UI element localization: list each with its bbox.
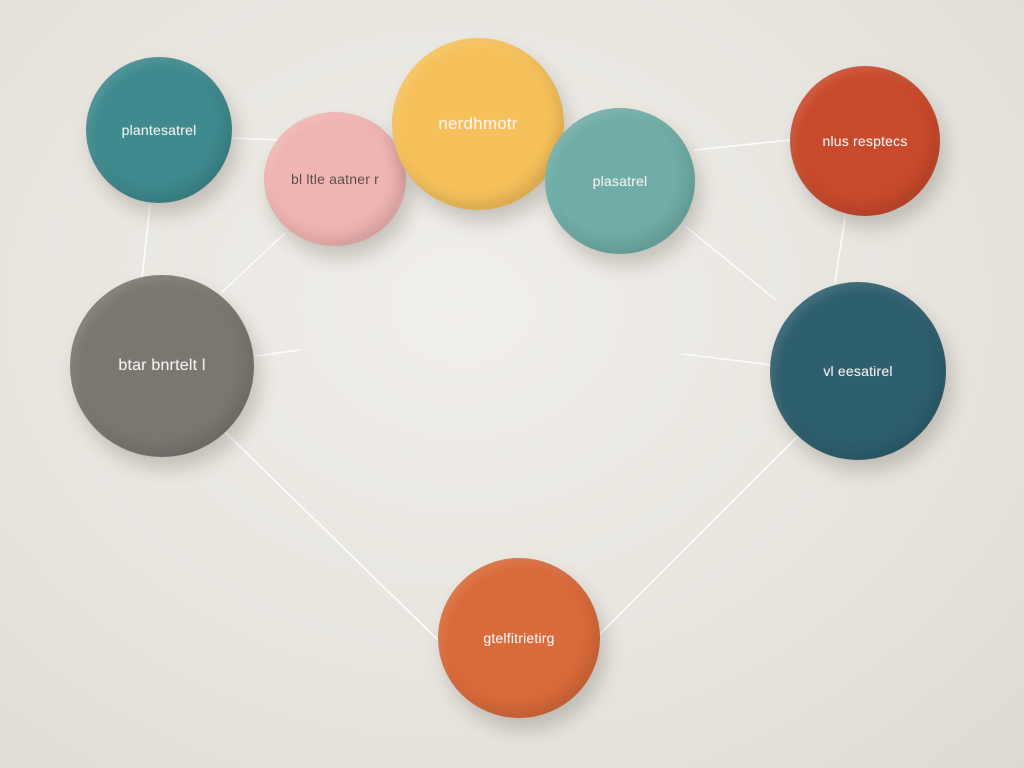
connector-teal-gray	[141, 204, 151, 279]
node-label: nlus resptecs	[822, 133, 908, 149]
node-label: plantesatrel	[121, 122, 197, 138]
node-label: bl ltle aatner r	[290, 171, 380, 187]
node-red: nlus resptecs	[790, 66, 940, 216]
connector-teal-pink	[227, 137, 283, 141]
connector-mint-navy	[684, 225, 777, 301]
node-yellow: nerdhmotr	[392, 38, 564, 210]
node-label: vl eesatirel	[823, 363, 893, 379]
node-pink: bl ltle aatner r	[264, 112, 406, 246]
connector-gray-orange	[224, 431, 441, 643]
node-mint: plasatrel	[545, 108, 695, 254]
node-label: btar bnrtelt l	[118, 357, 206, 374]
connector-gray-side	[254, 349, 301, 357]
node-label: nerdhmotr	[438, 114, 518, 133]
connector-pink-gray	[221, 232, 286, 293]
connector-navy-orange	[599, 435, 799, 635]
connector-red-navy	[834, 217, 846, 283]
node-navy: vl eesatirel	[770, 282, 946, 460]
node-gray: btar bnrtelt l	[70, 275, 254, 457]
node-teal-top-left: plantesatrel	[86, 57, 232, 203]
node-label: plasatrel	[592, 173, 648, 189]
connector-mint-red	[693, 139, 791, 151]
node-orange: gtelfitrietirg	[438, 558, 600, 718]
node-label: gtelfitrietirg	[483, 630, 555, 646]
connector-navy-left	[681, 353, 773, 366]
